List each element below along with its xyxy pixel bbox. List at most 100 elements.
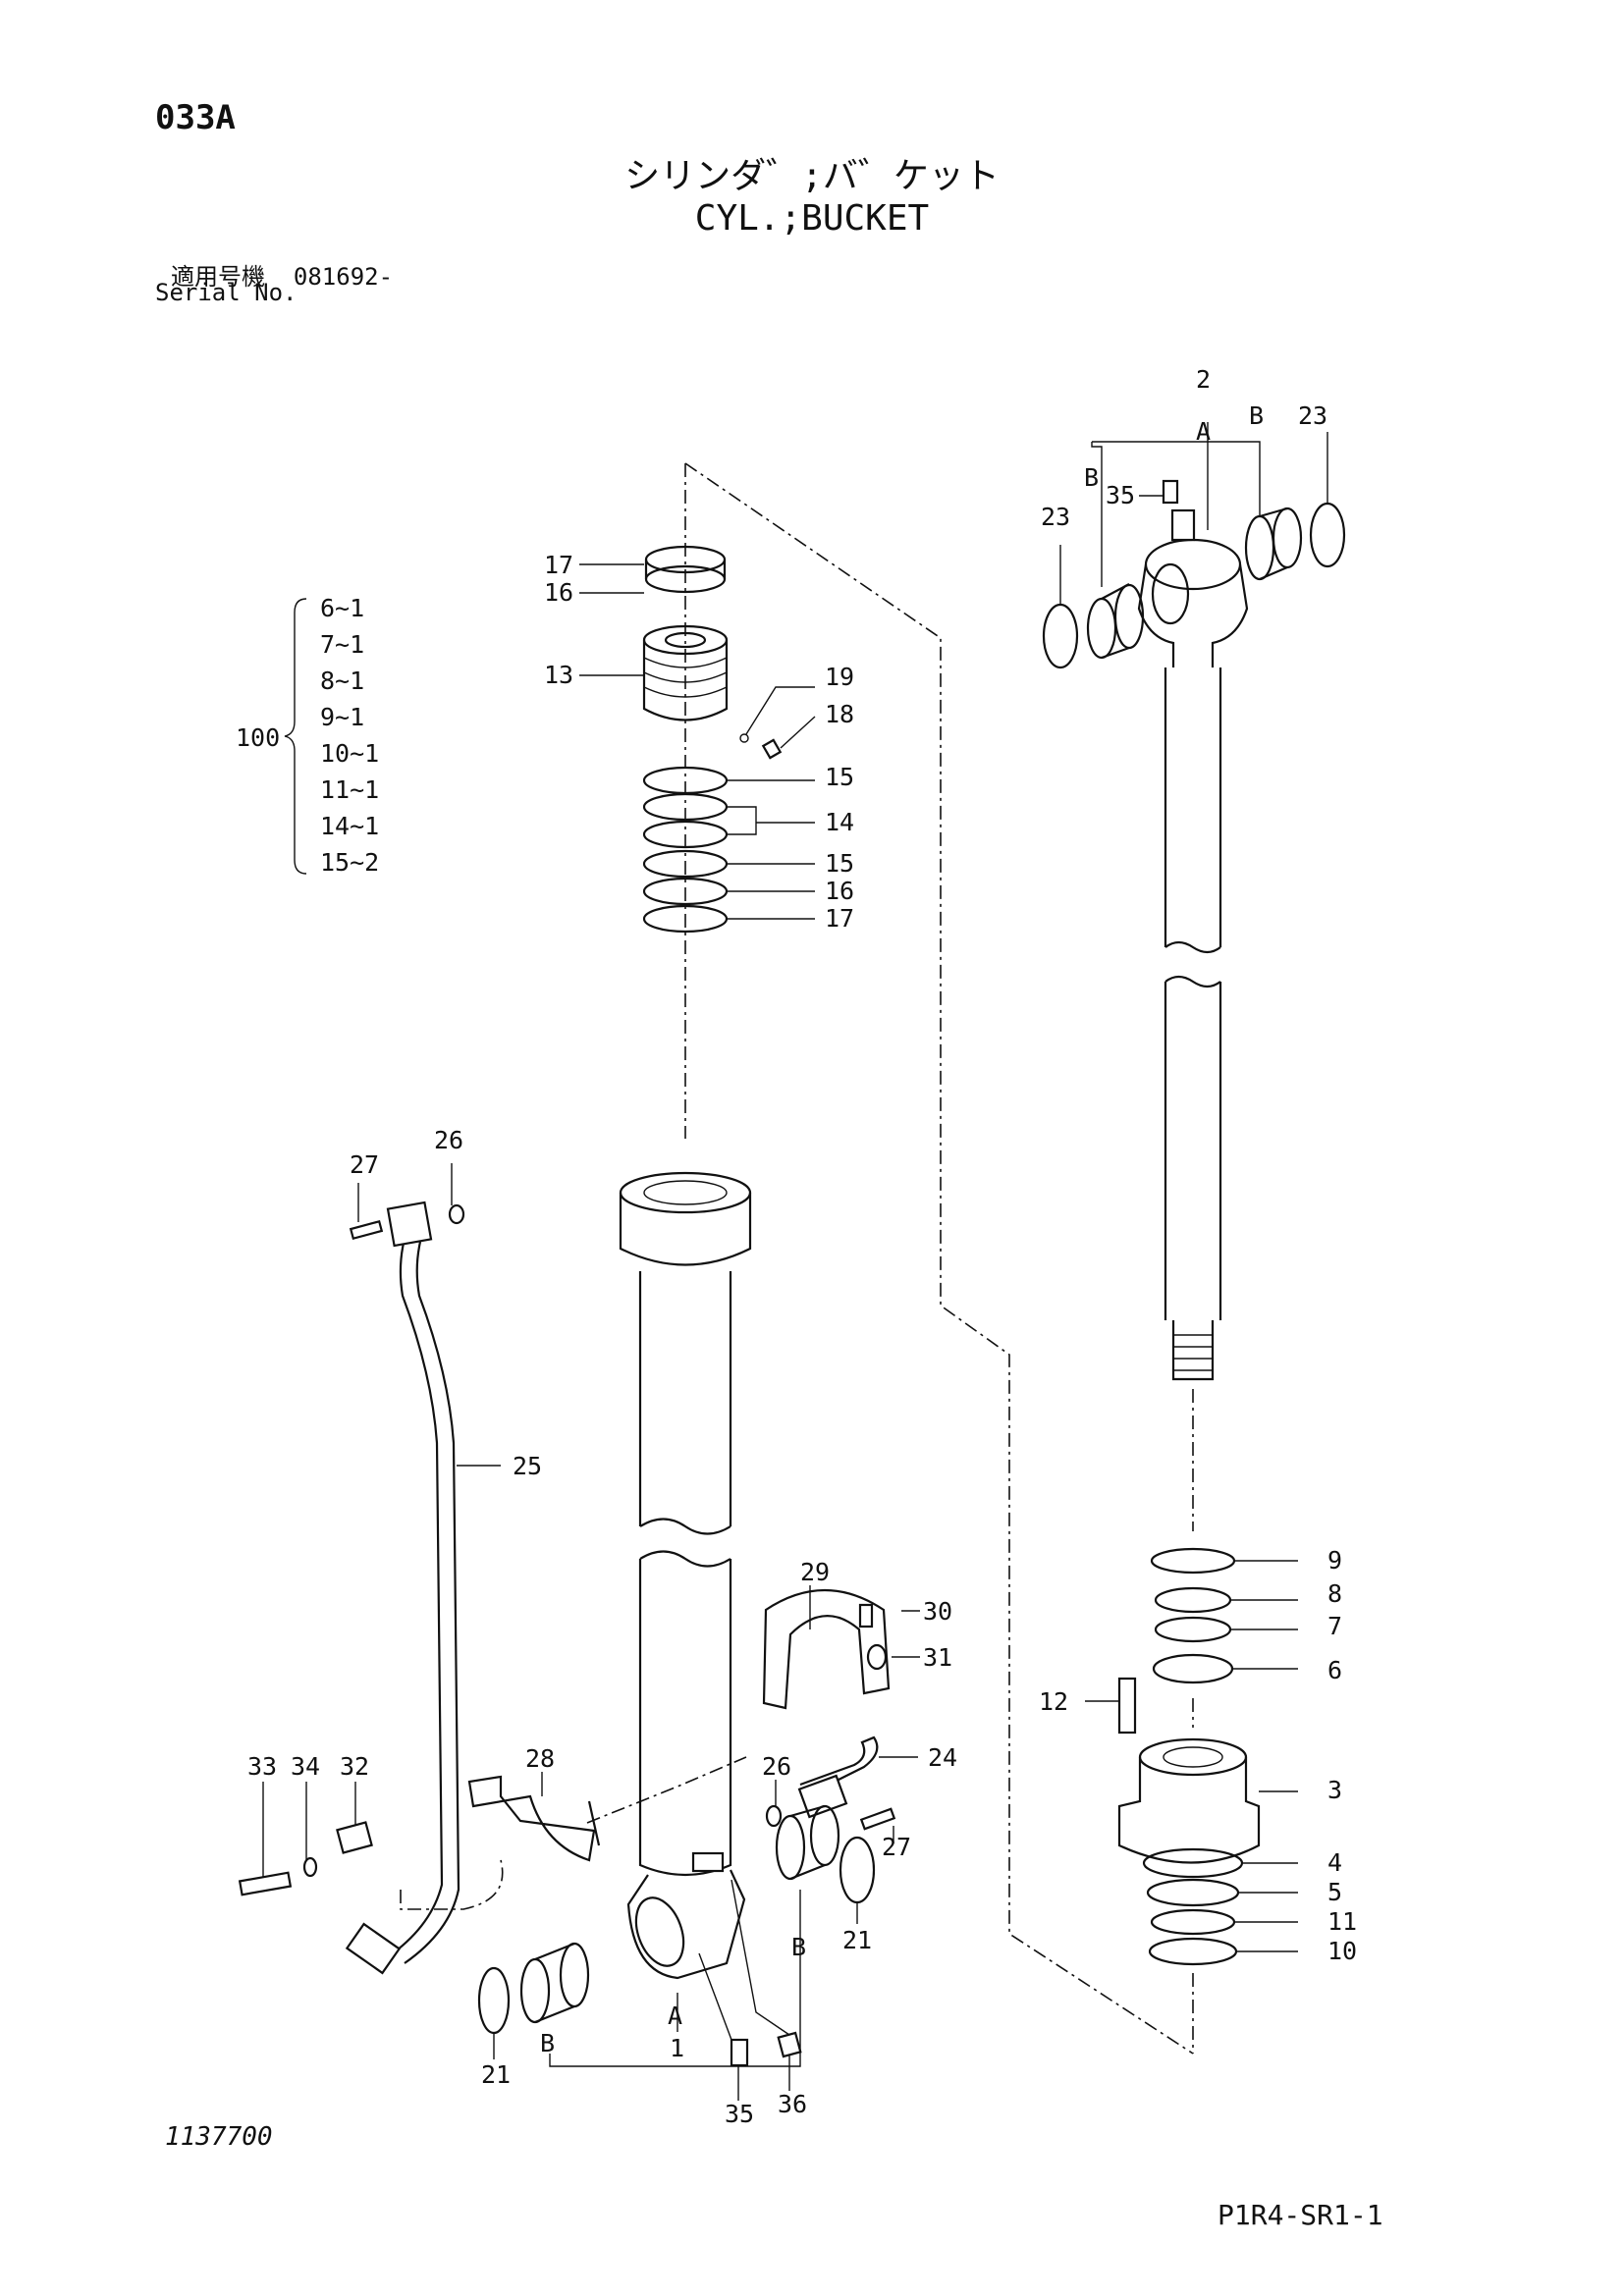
clamp-group: 29 30 31 28 33 34 32	[238, 1558, 952, 1896]
seal-5	[1146, 1878, 1240, 1907]
clamp-link-line	[586, 1756, 747, 1824]
callout-33: 33	[247, 1752, 277, 1781]
bushing-b-right-end	[809, 1804, 840, 1867]
block-32	[336, 1821, 373, 1854]
piston-to-rod-line	[684, 462, 1194, 2055]
rod-eye-top	[1144, 538, 1242, 591]
callout-18: 18	[825, 700, 854, 728]
seal-9	[1150, 1547, 1236, 1575]
seal-23-left	[1042, 603, 1079, 669]
piston-bore	[664, 631, 707, 649]
callout-21: 21	[842, 1926, 872, 1954]
serial-line-japanese: 適用号機 081692-	[171, 257, 393, 292]
callout-11: 11	[1327, 1907, 1357, 1936]
rod-lower-body	[1164, 982, 1222, 1320]
callout-23: 23	[1041, 503, 1070, 531]
callout-36: 36	[778, 2090, 807, 2118]
tube-flange-top	[619, 1171, 752, 1214]
tube-break-lower	[639, 1550, 731, 1568]
bushing-b-right-end	[1272, 507, 1303, 569]
leader-lines	[727, 686, 816, 920]
seal-7	[1154, 1616, 1232, 1643]
tube-bottom	[638, 1816, 732, 1877]
seal-23-right	[1309, 502, 1346, 568]
drawing-number: 1137700	[165, 2122, 273, 2152]
callout-8: 8	[1327, 1579, 1342, 1608]
rod-head-group: 9 8 7 6 12 3 4 5 11 10	[1039, 1546, 1357, 1966]
callout-32: 32	[340, 1752, 369, 1781]
rod-thread	[1171, 1320, 1215, 1381]
piston-body	[642, 640, 729, 721]
kit-number: 100	[236, 723, 280, 752]
bushing-b-right	[1259, 507, 1288, 581]
pipe-end-fitting	[345, 1922, 402, 1975]
callout-17: 17	[544, 551, 573, 579]
grease-fitting-35	[730, 2038, 749, 2067]
callout-16: 16	[544, 578, 573, 607]
callout-29: 29	[800, 1558, 830, 1586]
clamp-29	[762, 1588, 891, 1710]
callout-3: 3	[1327, 1776, 1342, 1804]
callout-27: 27	[882, 1833, 911, 1861]
kit-brace-group: 100 6~1 7~1 8~1 9~1 10~1 11~1 14~1 15~2	[236, 594, 379, 877]
kit-item: 7~1	[320, 630, 364, 659]
kit-item: 10~1	[320, 739, 379, 768]
ball-19	[739, 733, 749, 743]
callout-28: 28	[525, 1744, 555, 1773]
kit-brace	[284, 598, 307, 875]
callout-4: 4	[1327, 1848, 1342, 1877]
bushing-b-left-end	[1086, 597, 1117, 660]
seal-8	[1154, 1586, 1232, 1614]
oring-26-top	[448, 1203, 465, 1225]
marker-a: A	[1196, 417, 1211, 446]
grease-fitting-35	[1162, 479, 1179, 505]
tube-upper-body	[638, 1271, 732, 1526]
callout-16: 16	[825, 877, 854, 905]
tube-grease-boss	[691, 1851, 725, 1873]
rod-upper-body	[1164, 667, 1222, 947]
tube-eye-bushings: A 1 B B 21 21 35 36	[477, 1804, 876, 2128]
marker-b: B	[540, 2029, 555, 2057]
assembly-lines	[400, 462, 1194, 2055]
title-english: CYL.;BUCKET	[694, 198, 930, 239]
callout-10: 10	[1327, 1937, 1357, 1965]
seal-10	[1148, 1937, 1238, 1966]
tube-eye-bore	[634, 1896, 685, 1967]
pipe-group: 27 26 25	[345, 1126, 542, 1975]
tube-break-upper	[639, 1518, 731, 1535]
callout-14: 14	[825, 808, 854, 836]
oring-26-elbow	[765, 1804, 783, 1828]
ring-side	[644, 560, 727, 579]
callout-7: 7	[1327, 1612, 1342, 1640]
serial-label-english: Serial No.	[155, 279, 298, 306]
elbow-group: 24 26 27	[762, 1735, 957, 1861]
callout-17: 17	[825, 904, 854, 933]
callout-26: 26	[434, 1126, 463, 1154]
leader-lines	[579, 563, 644, 676]
callout-15: 15	[825, 763, 854, 791]
leader-lines	[1085, 1560, 1298, 1952]
leader-lines	[262, 1585, 920, 1877]
head-body	[1117, 1757, 1261, 1864]
pipe-25	[392, 1238, 460, 1964]
plug-36	[777, 2031, 802, 2058]
callout-34: 34	[291, 1752, 320, 1781]
tube-flange-side	[619, 1193, 752, 1266]
marker-b: B	[1249, 401, 1264, 430]
rod-grease-port	[1170, 508, 1196, 542]
rod-eye-bore	[1151, 562, 1190, 625]
bolt-33	[238, 1871, 293, 1896]
callout-12: 12	[1039, 1687, 1068, 1716]
tube-bore	[643, 1180, 728, 1205]
tube-lower-body	[638, 1559, 732, 1816]
washer-31	[866, 1643, 888, 1671]
bolt-27-elbow	[859, 1807, 896, 1831]
kit-item: 9~1	[320, 703, 364, 731]
bolt-30	[858, 1603, 874, 1629]
kit-item: 14~1	[320, 812, 379, 840]
leader-lines	[1059, 432, 1328, 605]
bushing-b-left-face	[559, 1942, 590, 2008]
leader-lines	[357, 1163, 501, 1467]
kit-item: 15~2	[320, 848, 379, 877]
bushing-b-left-body	[534, 1942, 575, 2024]
